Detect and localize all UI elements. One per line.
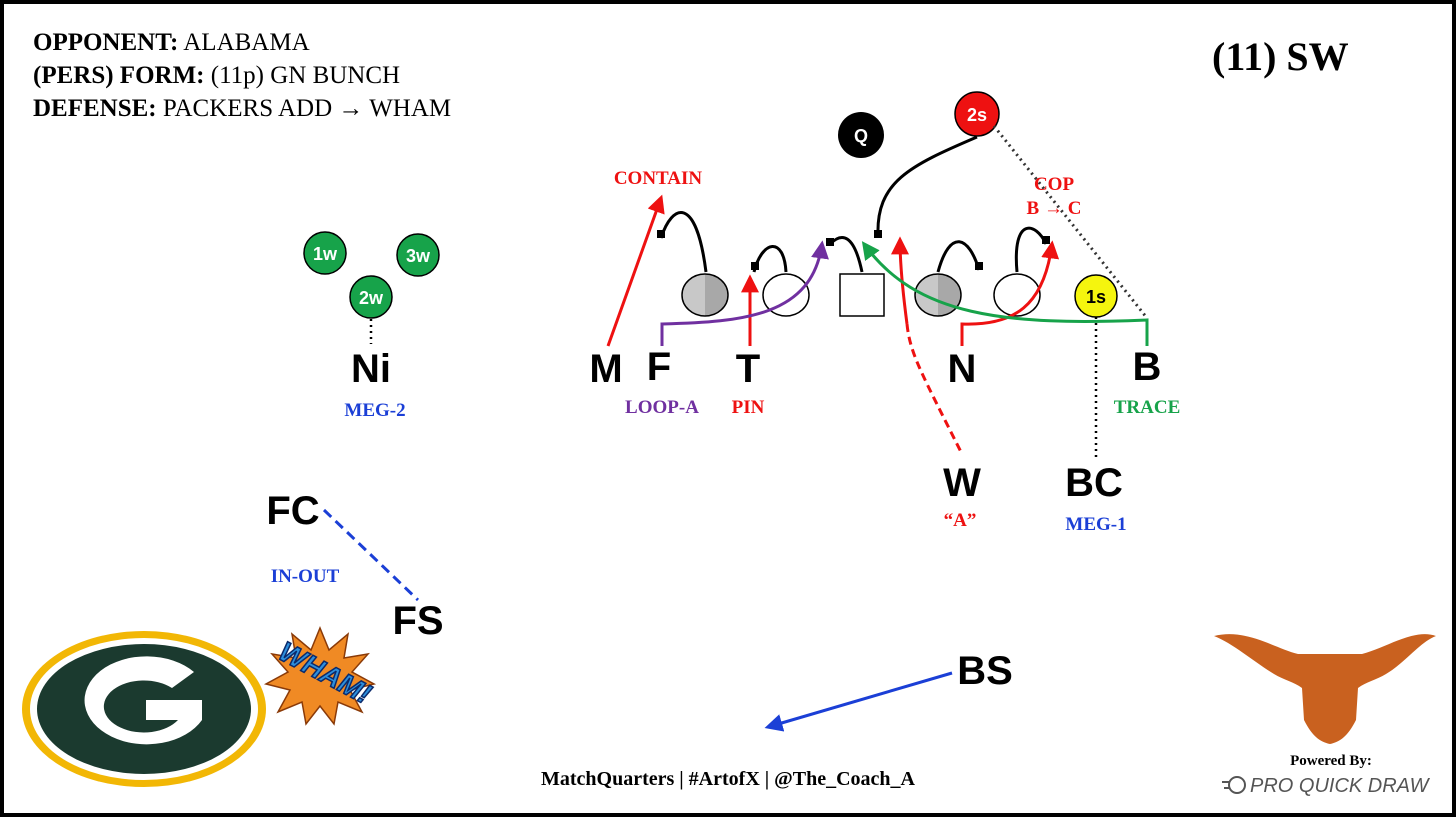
defender-b: B [1133, 345, 1162, 389]
defender-n: N [948, 347, 977, 391]
label-contain: CONTAIN [614, 168, 703, 189]
defense-line: DEFENSE: PACKERS ADD → WHAM [33, 95, 451, 122]
label-cop-b-to-c: B → C [1027, 198, 1082, 219]
red-routes [606, 194, 1060, 455]
bs-arrow [764, 671, 953, 732]
rt-block-mark [1042, 236, 1050, 244]
label-a-gap: “A” [944, 510, 977, 531]
defender-w: W [943, 461, 981, 505]
label-loop-a: LOOP-A [625, 397, 699, 418]
rg-block-mark [975, 262, 983, 270]
assignment-labels: MEG-2 CONTAIN LOOP-A PIN “A” MEG-1 TRACE… [271, 168, 1181, 587]
slot-route-mark [874, 230, 882, 238]
receiver-2s-label: 2s [967, 105, 987, 125]
packers-logo [22, 631, 266, 787]
receiver-1w-label: 1w [313, 244, 338, 264]
defender-t: T [736, 347, 760, 391]
defender-fs: FS [392, 599, 443, 643]
pro-quick-draw-logo: PRO QUICK DRAW [1222, 775, 1431, 797]
opponent-line: OPPONENT: ALABAMA [33, 29, 310, 56]
right-tackle [993, 273, 1041, 317]
receiver-1w [303, 231, 347, 275]
powered-by-label: Powered By: [1290, 753, 1372, 769]
play-diagram: OPPONENT: ALABAMA (PERS) FORM: (11p) GN … [22, 29, 1436, 797]
n-arrow [960, 240, 1060, 346]
defender-f: F [647, 345, 671, 389]
receiver-3w-label: 3w [406, 246, 431, 266]
label-pin: PIN [732, 397, 765, 418]
w-arrow-solid [891, 236, 910, 325]
center-block-path [828, 236, 864, 273]
defender-bc: BC [1065, 461, 1123, 505]
trace-arrow [861, 241, 1149, 346]
defender-fc: FC [266, 489, 319, 533]
quarterback [838, 112, 884, 158]
defender-bs: BS [957, 649, 1013, 693]
label-cop: COP [1034, 174, 1075, 195]
left-tackle [681, 273, 729, 317]
block-paths [657, 135, 1050, 273]
formation-line: (PERS) FORM: (11p) GN BUNCH [33, 62, 400, 89]
receiver-2s [954, 91, 1000, 137]
label-trace: TRACE [1114, 397, 1181, 418]
receiver-2w-label: 2w [359, 288, 384, 308]
cop-dotted-line [992, 125, 1149, 319]
header-block: OPPONENT: ALABAMA (PERS) FORM: (11p) GN … [33, 29, 451, 122]
offensive-line [681, 273, 1041, 317]
rg-block-path [936, 240, 981, 273]
defender-ni: Ni [351, 347, 391, 391]
left-guard [762, 273, 810, 317]
lt-block-mark [657, 230, 665, 238]
defenders: Ni M F T N B W BC FC FS BS [266, 345, 1161, 693]
receiver-1s-label: 1s [1086, 287, 1106, 307]
receiver-3w [396, 233, 440, 277]
loop-a-arrow [660, 240, 829, 346]
label-meg-1: MEG-1 [1065, 514, 1126, 535]
label-meg-2: MEG-2 [344, 400, 405, 421]
footer-credit: MatchQuarters | #ArtofX | @The_Coach_A [541, 768, 916, 790]
in-out-dashed-line [322, 508, 420, 602]
contain-arrow [606, 194, 665, 347]
quarterback-label: Q [854, 126, 868, 146]
label-in-out: IN-OUT [271, 566, 340, 587]
texas-longhorn-logo [1214, 634, 1436, 744]
defender-m: M [589, 347, 622, 391]
center [839, 273, 885, 317]
rt-block-path [1014, 226, 1048, 273]
lg-block-mark [751, 262, 759, 270]
pro-quick-draw-icon [1228, 776, 1246, 794]
receiver-bunch-left: 1w 3w 2w [303, 231, 440, 319]
center-block-mark [826, 238, 834, 246]
pro-quick-draw-text: PRO QUICK DRAW [1250, 775, 1431, 797]
play-code: (11) SW [1212, 34, 1349, 79]
slot-route [876, 135, 978, 237]
wham-burst-icon: WHAM! [263, 626, 377, 726]
lt-block-path [659, 211, 708, 273]
receiver-2w [349, 275, 393, 319]
